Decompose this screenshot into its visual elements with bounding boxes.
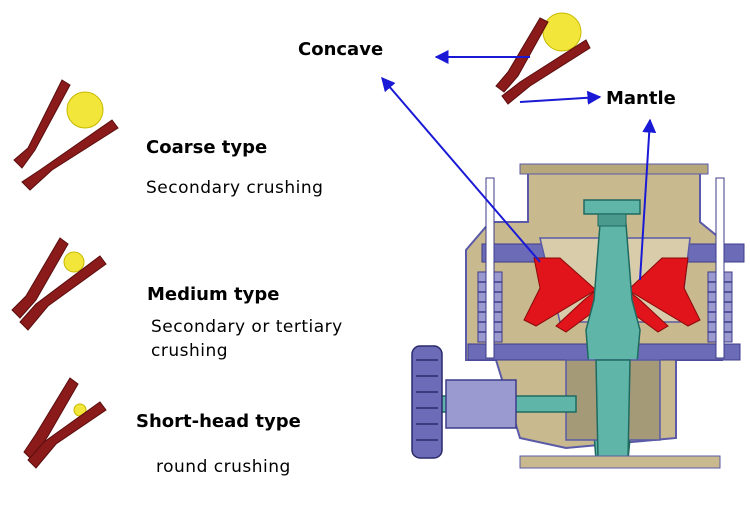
medium-type-use-line1: Secondary or tertiary	[151, 317, 343, 337]
medium-type-title: Medium type	[147, 284, 280, 305]
drive-pulley	[411, 345, 443, 459]
hopper-rim	[519, 163, 709, 175]
coarse-type-use: Secondary crushing	[146, 178, 324, 198]
concave-left	[523, 257, 597, 327]
right-bolt	[715, 177, 725, 359]
liner-detail-icon	[495, 12, 591, 105]
ore-particle	[542, 12, 582, 52]
mantle-detail-arrow	[519, 90, 602, 105]
mantle-liner	[501, 39, 591, 105]
concave-label: Concave	[298, 39, 384, 60]
shaft-collar	[597, 213, 627, 227]
short-head-type-title: Short-head type	[136, 411, 301, 432]
concave-liner	[495, 17, 549, 93]
cone-crusher-cross-section	[411, 163, 745, 469]
medium-type-icon	[11, 237, 107, 331]
mantle-liner	[19, 255, 107, 331]
ore-particle	[63, 251, 85, 273]
coarse-type-title: Coarse type	[146, 137, 268, 158]
mantle-label: Mantle	[606, 88, 676, 109]
shaft-top-cap	[583, 199, 641, 215]
left-bolt	[485, 177, 495, 359]
coarse-type-icon	[13, 79, 119, 191]
base-plate	[519, 455, 721, 469]
mantle-to-crusher-arrow	[639, 118, 657, 281]
mantle-liner	[21, 119, 119, 191]
short-head-type-icon	[23, 377, 107, 469]
main-shaft-lower	[595, 359, 631, 461]
concave-liner	[13, 79, 71, 169]
concave-liner	[11, 237, 69, 319]
medium-type-use-line2: crushing	[151, 341, 229, 361]
short-head-type-use: round crushing	[156, 457, 291, 477]
countershaft-housing	[445, 379, 517, 429]
mantle-liner	[27, 401, 107, 469]
callout-arrows	[381, 50, 657, 281]
ore-particle	[66, 91, 104, 129]
concave-to-crusher-arrow	[381, 76, 541, 263]
pulley-grooves	[416, 359, 438, 441]
concave-right	[627, 257, 701, 327]
